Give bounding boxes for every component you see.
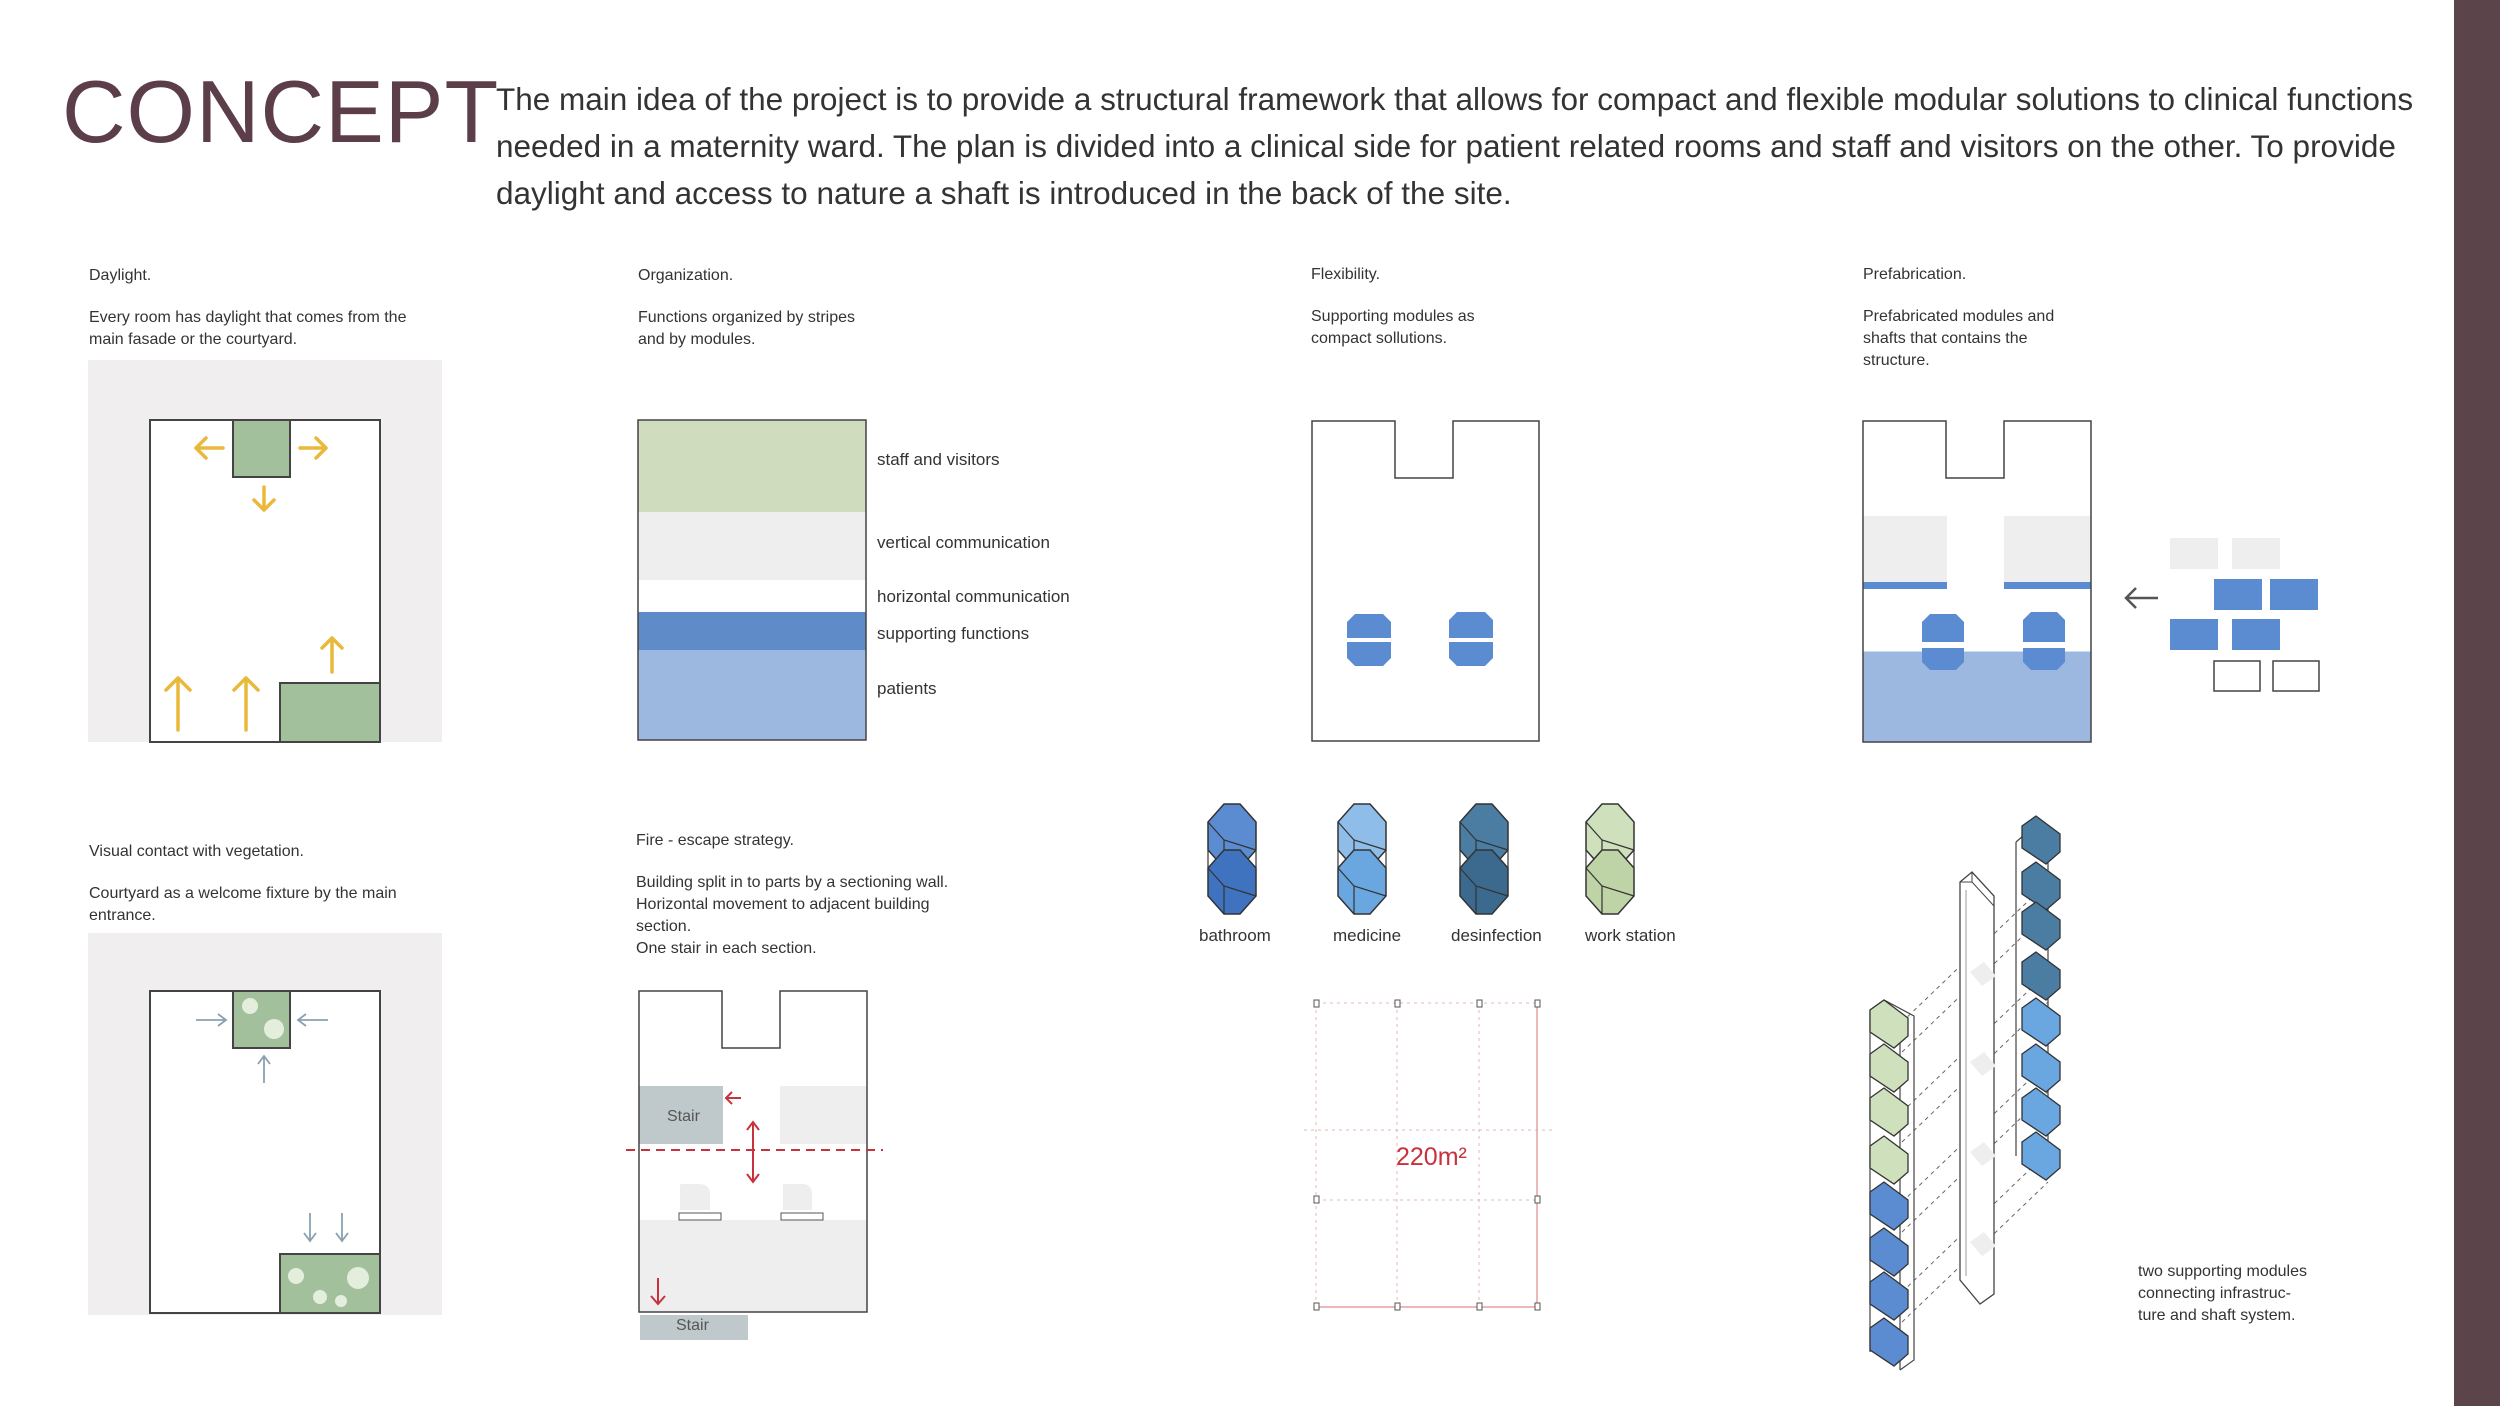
daylight-title: Daylight. bbox=[89, 267, 152, 284]
module-icon-medicine bbox=[1337, 803, 1387, 915]
intro-line-1: The main idea of the project is to provi… bbox=[496, 81, 2414, 117]
organization-text-2: and by modules. bbox=[638, 331, 756, 348]
fire-caption: Fire - escape strategy. Building split i… bbox=[636, 830, 948, 960]
structure-text-2: connecting infrastruc- bbox=[2138, 1285, 2291, 1302]
structure-grid bbox=[1304, 999, 1554, 1311]
prefabrication-text-2: shafts that contains the bbox=[1863, 330, 2028, 347]
prefabrication-text-1: Prefabricated modules and bbox=[1863, 308, 2055, 325]
prefab-modules-stack bbox=[2124, 538, 2320, 692]
fire-text-3: section. bbox=[636, 918, 692, 935]
flexibility-text-2: compact sollutions. bbox=[1311, 330, 1448, 347]
module-label-bathroom: bathroom bbox=[1199, 926, 1271, 945]
stripe-label-vertical: vertical communication bbox=[877, 533, 1050, 552]
fire-text-2: Horizontal movement to adjacent building bbox=[636, 896, 930, 913]
fire-text-4: One stair in each section. bbox=[636, 940, 817, 957]
fire-title: Fire - escape strategy. bbox=[636, 832, 794, 849]
module-label-medicine: medicine bbox=[1333, 926, 1402, 945]
daylight-text-1: Every room has daylight that comes from … bbox=[89, 309, 407, 326]
module-label-desinfection: desinfection bbox=[1451, 926, 1542, 945]
vegetation-text-1: Courtyard as a welcome fixture by the ma… bbox=[89, 885, 397, 902]
prefabrication-plan bbox=[1862, 420, 2092, 743]
flexibility-text-1: Supporting modules as bbox=[1311, 308, 1475, 325]
prefabrication-title: Prefabrication. bbox=[1863, 266, 1967, 283]
module-icon-work-station bbox=[1585, 803, 1635, 915]
organization-text-1: Functions organized by stripes bbox=[638, 309, 855, 326]
page-title: CONCEPT bbox=[62, 62, 500, 161]
stripe-label-staff: staff and visitors bbox=[877, 450, 1000, 469]
prefabrication-text-3: structure. bbox=[1863, 352, 1930, 369]
stair-label-upper: Stair bbox=[667, 1108, 700, 1125]
daylight-arrows bbox=[164, 436, 344, 732]
vegetation-title: Visual contact with vegetation. bbox=[89, 843, 304, 860]
stair-label-lower: Stair bbox=[676, 1317, 709, 1334]
prefabrication-caption: Prefabrication. Prefabricated modules an… bbox=[1863, 264, 2054, 372]
flexibility-plan bbox=[1311, 420, 1540, 742]
organization-caption: Organization. Functions organized by str… bbox=[638, 265, 855, 351]
stripe-label-patients: patients bbox=[877, 679, 937, 698]
organization-title: Organization. bbox=[638, 267, 734, 284]
daylight-text-2: main fasade or the courtyard. bbox=[89, 331, 298, 348]
flexibility-title: Flexibility. bbox=[1311, 266, 1381, 283]
fire-plan bbox=[626, 990, 883, 1340]
organization-stripes bbox=[637, 419, 867, 741]
stripe-label-supporting: supporting functions bbox=[877, 624, 1030, 643]
accent-bar bbox=[2454, 0, 2500, 1406]
area-label: 220m² bbox=[1396, 1143, 1467, 1171]
flexibility-caption: Flexibility. Supporting modules as compa… bbox=[1311, 264, 1475, 350]
structure-caption: two supporting modules connecting infras… bbox=[2138, 1261, 2307, 1327]
intro-line-3: daylight and access to nature a shaft is… bbox=[496, 175, 1512, 211]
daylight-diagram bbox=[88, 360, 442, 743]
vegetation-text-2: entrance. bbox=[89, 907, 156, 924]
vegetation-diagram bbox=[88, 933, 442, 1315]
structure-text-3: ture and shaft system. bbox=[2138, 1307, 2296, 1324]
module-icon-desinfection bbox=[1459, 803, 1509, 915]
structure-isometric bbox=[1869, 815, 2061, 1371]
fire-text-1: Building split in to parts by a sectioni… bbox=[636, 874, 949, 891]
module-icon-bathroom bbox=[1207, 803, 1257, 915]
vegetation-caption: Visual contact with vegetation. Courtyar… bbox=[89, 841, 397, 927]
daylight-caption: Daylight. Every room has daylight that c… bbox=[89, 265, 406, 351]
structure-text-1: two supporting modules bbox=[2138, 1263, 2307, 1280]
intro-text: The main idea of the project is to provi… bbox=[496, 76, 2414, 217]
module-label-work-station: work station bbox=[1585, 926, 1676, 945]
intro-line-2: needed in a maternity ward. The plan is … bbox=[496, 128, 2396, 164]
stripe-label-horizontal: horizontal communication bbox=[877, 587, 1070, 606]
